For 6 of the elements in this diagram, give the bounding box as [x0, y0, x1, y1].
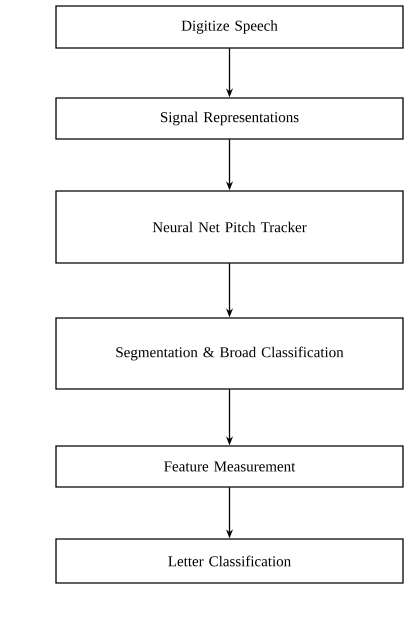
process-box: Neural Net Pitch Tracker	[55, 190, 404, 264]
process-box: Feature Measurement	[55, 445, 404, 488]
process-box: Signal Representations	[55, 97, 404, 140]
process-box: Digitize Speech	[55, 5, 404, 49]
process-box: Segmentation & Broad Classification	[55, 317, 404, 390]
process-box: Letter Classification	[55, 538, 404, 584]
